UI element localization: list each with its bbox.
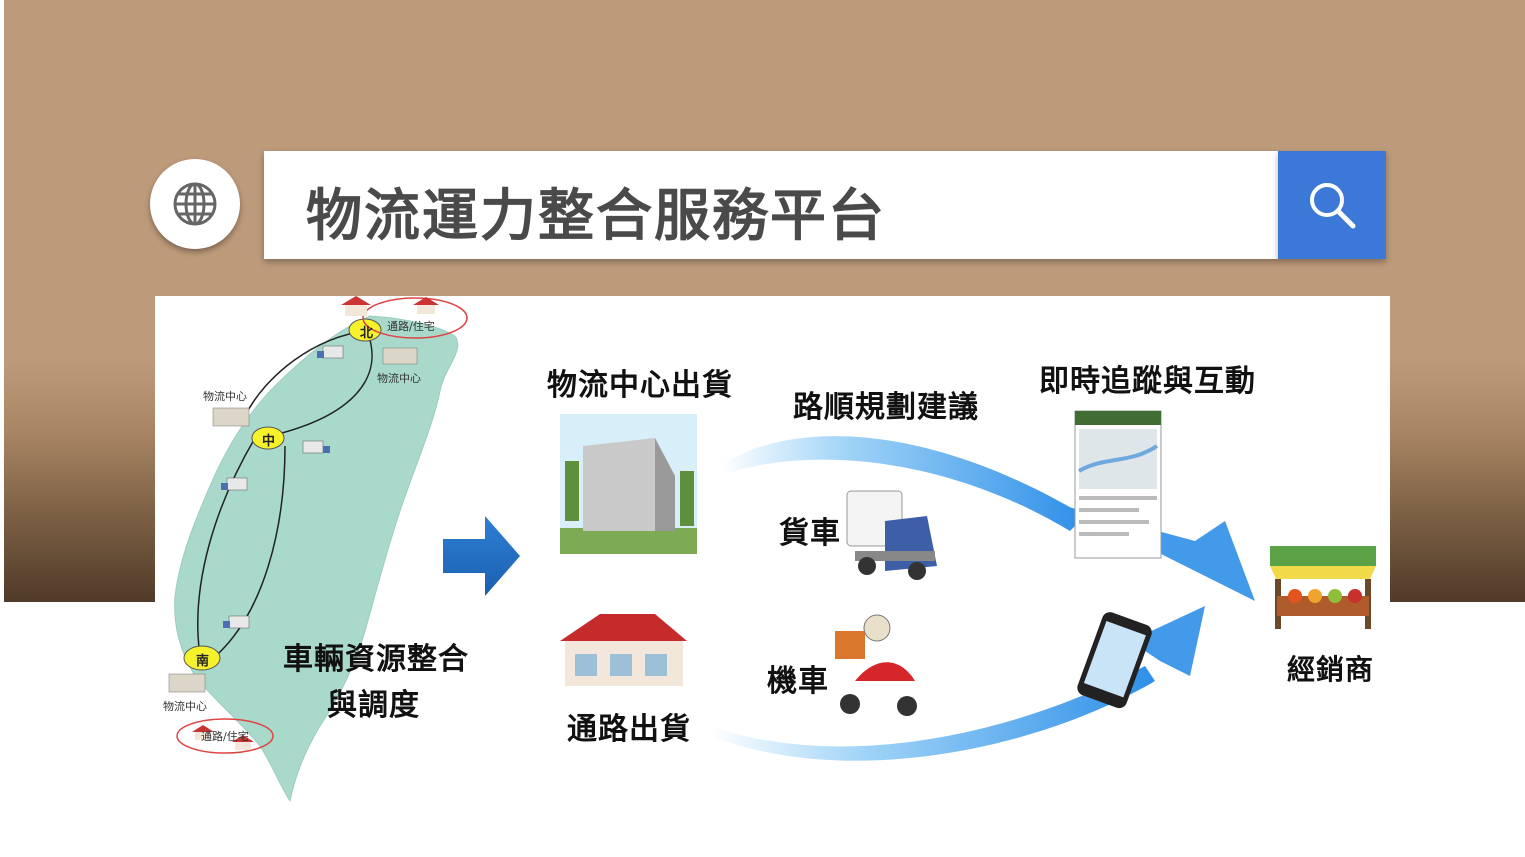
logistics-shipping-label: 物流中心出貨 [547, 360, 733, 404]
scooter-icon [835, 615, 917, 716]
retail-shipping-label: 通路出貨 [567, 704, 691, 748]
south-node-label: 南 [196, 650, 209, 669]
truck-label: 貨車 [779, 508, 841, 552]
retail-label-north: 通路/住宅 [387, 318, 435, 334]
tracking-screen [1075, 411, 1161, 558]
globe-button[interactable] [150, 159, 240, 249]
route-planning-label: 路順規劃建議 [793, 382, 979, 426]
search-query-text: 物流運力整合服務平台 [306, 171, 886, 252]
warehouse-photo [560, 414, 697, 554]
globe-icon [171, 180, 219, 228]
delivery-truck-icon [847, 491, 937, 580]
flow-arrow [443, 516, 520, 596]
central-node-label: 中 [262, 430, 275, 449]
search-button[interactable] [1278, 151, 1386, 259]
realtime-tracking-label: 即時追蹤與互動 [1039, 356, 1256, 400]
retail-label-south: 通路/住宅 [201, 728, 249, 744]
map-caption-line2: 與調度 [327, 680, 420, 724]
dealer-stall-icon [1270, 546, 1376, 629]
logistics-center-label-north: 物流中心 [377, 370, 421, 386]
smartphone-icon [1075, 610, 1154, 710]
logistics-center-label-south: 物流中心 [163, 698, 207, 714]
dealer-label: 經銷商 [1287, 648, 1374, 688]
north-node-label: 北 [360, 322, 373, 341]
logistics-diagram: 北 中 南 通路/住宅 物流中心 物流中心 物流中心 通路/住宅 車輛資源整合 … [155, 296, 1390, 811]
map-caption-line1: 車輛資源整合 [283, 634, 469, 678]
search-bar[interactable]: 物流運力整合服務平台 [264, 151, 1278, 259]
search-icon [1305, 178, 1359, 232]
retail-store-icon [560, 614, 687, 686]
logistics-center-label-west: 物流中心 [203, 388, 247, 404]
motorcycle-label: 機車 [767, 656, 829, 700]
